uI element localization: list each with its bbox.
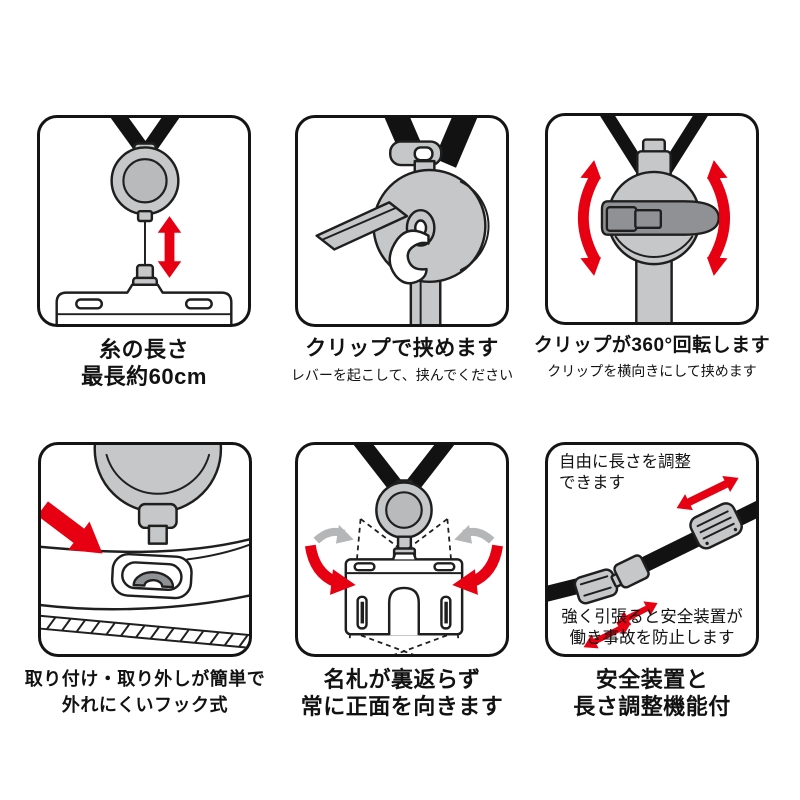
clip-sideways [600, 200, 720, 236]
subcaption: クリップを横向きにして挟めます [547, 363, 757, 379]
neck-strap [353, 445, 455, 496]
pull-apart-arrow-upper-icon [617, 601, 658, 626]
rotating-clip-illustration [577, 116, 730, 322]
reel-thread-illustration [55, 118, 233, 324]
pointer-arrow-icon [41, 501, 103, 554]
caption-hook-type: 取り付け・取り外しが簡単で 外れにくいフック式 [25, 666, 266, 718]
subcaption: レバーを起こして、挟んでください [290, 367, 514, 383]
panel-frame-safety-adjust: 自由に長さを調整 できます 強く引張ると安全装置が 働き事故を防止します [545, 442, 759, 657]
return-arrow-red-right-icon [452, 544, 503, 595]
swing-arrow-gray-left-icon [313, 524, 354, 544]
rotation-arrow-left-icon [577, 160, 601, 276]
caption-line: 取り付け・取り外しが簡単で [24, 669, 266, 689]
swing-arrow-gray-right-icon [454, 524, 495, 544]
hook-slot [110, 552, 193, 600]
panel-badge-front: 名札が裏返らず 常に正面を向きます [295, 442, 509, 719]
badge-edge-line [186, 543, 249, 561]
panel-frame-thread-length [37, 115, 251, 327]
panel-clip-rotate: クリップが360°回転します クリップを横向きにして挟めます [534, 113, 770, 379]
badge-facing-front-illustration [304, 445, 503, 654]
strap-cord-edge [41, 614, 249, 649]
caption-line: 名札が裏返らず [323, 667, 481, 692]
clip-body-rim [614, 235, 694, 259]
caption-safety-adjust: 安全装置と 長さ調整機能付 [573, 666, 731, 720]
caption-line: 最長約60cm [81, 364, 207, 389]
panel-frame-badge-front [295, 442, 509, 657]
clip-body-rim [459, 180, 490, 272]
caption-line: クリップが360°回転します [533, 335, 771, 356]
note-line: 強く引張ると安全装置が [561, 608, 743, 626]
pull-apart-arrow-lower-icon [583, 621, 632, 649]
safety-clasp-right [610, 554, 650, 589]
retractable-reel [375, 479, 433, 539]
clip-lever-open [315, 201, 409, 251]
panel-safety-adjust: 自由に長さを調整 できます 強く引張ると安全装置が 働き事故を防止します 安全装… [545, 442, 759, 719]
caption-line: 長さ調整機能付 [573, 694, 731, 719]
panel-hook-type: 取り付け・取り外しが簡単で 外れにくいフック式 [25, 442, 265, 715]
clip-lever-illustration [315, 118, 490, 324]
adjust-arrow-icon [676, 476, 739, 511]
caption-line: クリップで挟めます [305, 337, 499, 360]
retractable-reel-closeup [93, 445, 223, 545]
caption-line: 安全装置と [595, 667, 709, 692]
caption-clip-clamp: クリップで挟めます レバーを起こして、挟んでください [291, 336, 513, 384]
caption-line: 糸の長さ [98, 337, 189, 362]
length-adjuster-buckle [689, 502, 743, 550]
rotation-arrow-right-icon [706, 160, 730, 276]
caption-thread-length: 糸の長さ 最長約60cm [81, 336, 207, 390]
note-line: 自由に長さを調整 [559, 453, 691, 471]
caption-badge-front: 名札が裏返らず 常に正面を向きます [301, 666, 504, 720]
caption-line: 外れにくいフック式 [61, 695, 229, 715]
up-down-arrow-icon [157, 216, 182, 278]
badge-holder-top [55, 283, 233, 324]
clip-stem-bottom [635, 257, 673, 322]
badge-holder [344, 552, 464, 636]
safety-clasp-left [573, 568, 619, 605]
panel-frame-clip-rotate [545, 113, 759, 325]
panel-frame-clip-clamp [295, 115, 509, 327]
note-length-adjust: 自由に長さを調整 できます [559, 452, 691, 494]
note-safety-device: 強く引張ると安全装置が 働き事故を防止します [561, 607, 743, 649]
clip-hook-jaw [388, 229, 430, 285]
panel-thread-length: 糸の長さ 最長約60cm [37, 115, 251, 389]
note-line: できます [559, 474, 625, 492]
caption-line: 常に正面を向きます [300, 694, 504, 719]
panel-clip-clamp: クリップで挟めます レバーを起こして、挟んでください [291, 115, 513, 383]
neck-strap [110, 118, 180, 152]
panel-frame-hook-type [38, 442, 252, 657]
return-arrow-red-left-icon [304, 544, 356, 595]
caption-clip-rotate: クリップが360°回転します クリップを横向きにして挟めます [534, 334, 770, 380]
note-line: 働き事故を防止します [569, 629, 735, 647]
hook-attachment-illustration [41, 445, 249, 649]
retractable-reel [110, 142, 180, 223]
strap-safety-adjuster-illustration [548, 476, 756, 649]
